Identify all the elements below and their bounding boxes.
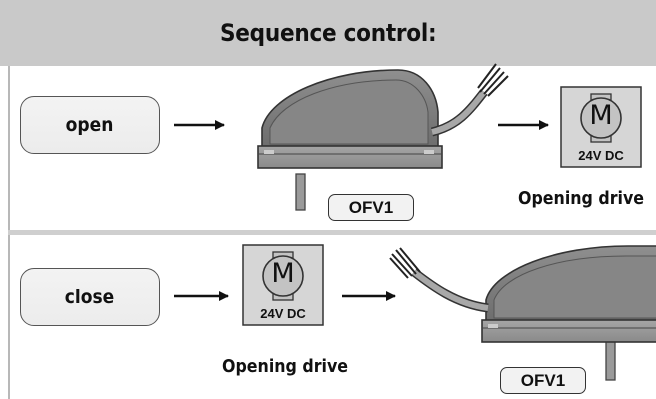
motor-icon (242, 244, 324, 326)
row-divider (8, 230, 656, 235)
motor-letter: M (271, 258, 295, 289)
device-housing-open (257, 63, 509, 211)
device-housing-close (389, 245, 656, 381)
device-pin (295, 173, 306, 211)
device-tag-label: OFV1 (348, 197, 394, 217)
open-command-label: open (66, 114, 114, 136)
device-pin (605, 337, 616, 381)
device-tag-label: OFV1 (520, 370, 566, 390)
motor-icon (560, 86, 642, 168)
close-command-box: close (20, 268, 160, 326)
open-command-box: open (20, 96, 160, 154)
device-tag-close: OFV1 (500, 367, 586, 394)
diagram-title: Sequence control: (219, 19, 437, 47)
motor-voltage: 24V DC (260, 306, 306, 321)
motor-caption-open: Opening drive (518, 188, 645, 209)
motor-voltage: 24V DC (578, 148, 624, 163)
header-bar: Sequence control: (0, 0, 656, 66)
device-tag-open: OFV1 (328, 194, 414, 221)
motor-letter: M (589, 100, 613, 131)
close-command-label: close (65, 286, 115, 308)
motor-caption-close: Opening drive (222, 356, 349, 377)
motor-box-open: M 24V DC (560, 86, 642, 168)
motor-box-close: M 24V DC (242, 244, 324, 326)
